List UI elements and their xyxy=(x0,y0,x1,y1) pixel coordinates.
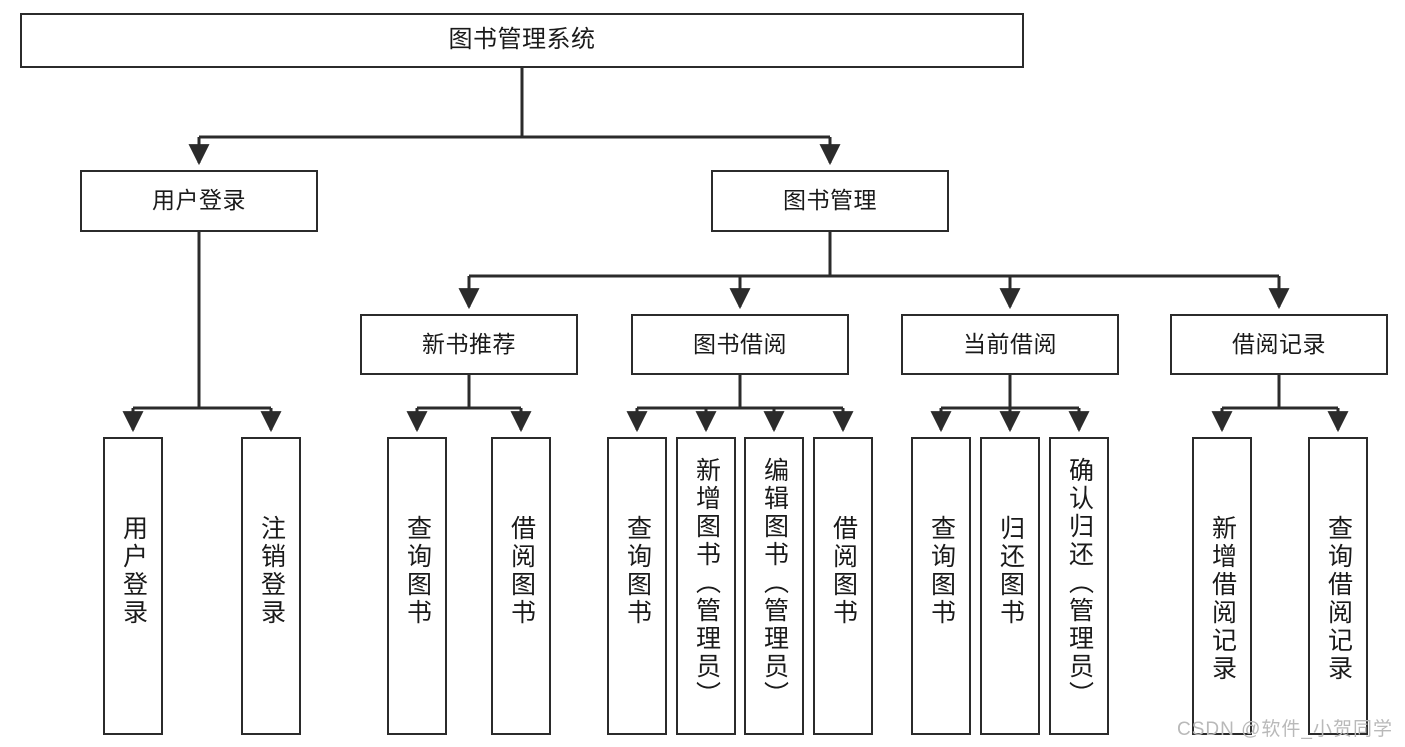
leaf-query-book-recommend[interactable]: 查询图书 xyxy=(387,437,447,735)
node-label: 查询图书 xyxy=(403,515,432,627)
node-label: 注销登录 xyxy=(257,515,286,627)
node-book-borrow[interactable]: 图书借阅 xyxy=(631,314,849,375)
node-root-book-management-system[interactable]: 图书管理系统 xyxy=(20,13,1024,68)
node-label: 图书借阅 xyxy=(693,330,787,357)
node-book-management[interactable]: 图书管理 xyxy=(711,170,949,232)
node-label: 当前借阅 xyxy=(963,330,1057,357)
leaf-query-book-borrow[interactable]: 查询图书 xyxy=(607,437,667,735)
leaf-query-borrow-record[interactable]: 查询借阅记录 xyxy=(1308,437,1368,735)
leaf-add-book-admin[interactable]: 新增图书（管理员） xyxy=(676,437,736,735)
node-label: 新增借阅记录 xyxy=(1208,515,1237,683)
node-label: 新书推荐 xyxy=(422,330,516,357)
leaf-edit-book-admin[interactable]: 编辑图书（管理员） xyxy=(744,437,804,735)
node-user-login[interactable]: 用户登录 xyxy=(80,170,318,232)
node-label: 用户登录 xyxy=(152,187,246,214)
leaf-query-book-current[interactable]: 查询图书 xyxy=(911,437,971,735)
leaf-user-login[interactable]: 用户登录 xyxy=(103,437,163,735)
leaf-borrow-book[interactable]: 借阅图书 xyxy=(813,437,873,735)
node-label: 新增图书（管理员） xyxy=(692,457,721,709)
node-label: 查询图书 xyxy=(623,515,652,627)
node-label: 归还图书 xyxy=(996,515,1025,627)
node-borrow-record[interactable]: 借阅记录 xyxy=(1170,314,1388,375)
leaf-add-borrow-record[interactable]: 新增借阅记录 xyxy=(1192,437,1252,735)
leaf-borrow-book-recommend[interactable]: 借阅图书 xyxy=(491,437,551,735)
node-label: 借阅图书 xyxy=(507,515,536,627)
node-current-borrow[interactable]: 当前借阅 xyxy=(901,314,1119,375)
watermark-text: CSDN @软件_小贺同学 xyxy=(1177,719,1393,740)
leaf-logout-login[interactable]: 注销登录 xyxy=(241,437,301,735)
leaf-return-book[interactable]: 归还图书 xyxy=(980,437,1040,735)
node-label: 查询图书 xyxy=(927,515,956,627)
node-label: 图书管理系统 xyxy=(448,26,596,54)
leaf-confirm-return-admin[interactable]: 确认归还（管理员） xyxy=(1049,437,1109,735)
node-label: 借阅图书 xyxy=(829,515,858,627)
node-label: 图书管理 xyxy=(783,187,877,214)
node-label: 编辑图书（管理员） xyxy=(760,457,789,709)
node-label: 确认归还（管理员） xyxy=(1065,457,1094,709)
node-label: 用户登录 xyxy=(119,515,148,627)
node-label: 借阅记录 xyxy=(1232,330,1326,357)
node-new-book-recommend[interactable]: 新书推荐 xyxy=(360,314,578,375)
node-label: 查询借阅记录 xyxy=(1324,515,1353,683)
